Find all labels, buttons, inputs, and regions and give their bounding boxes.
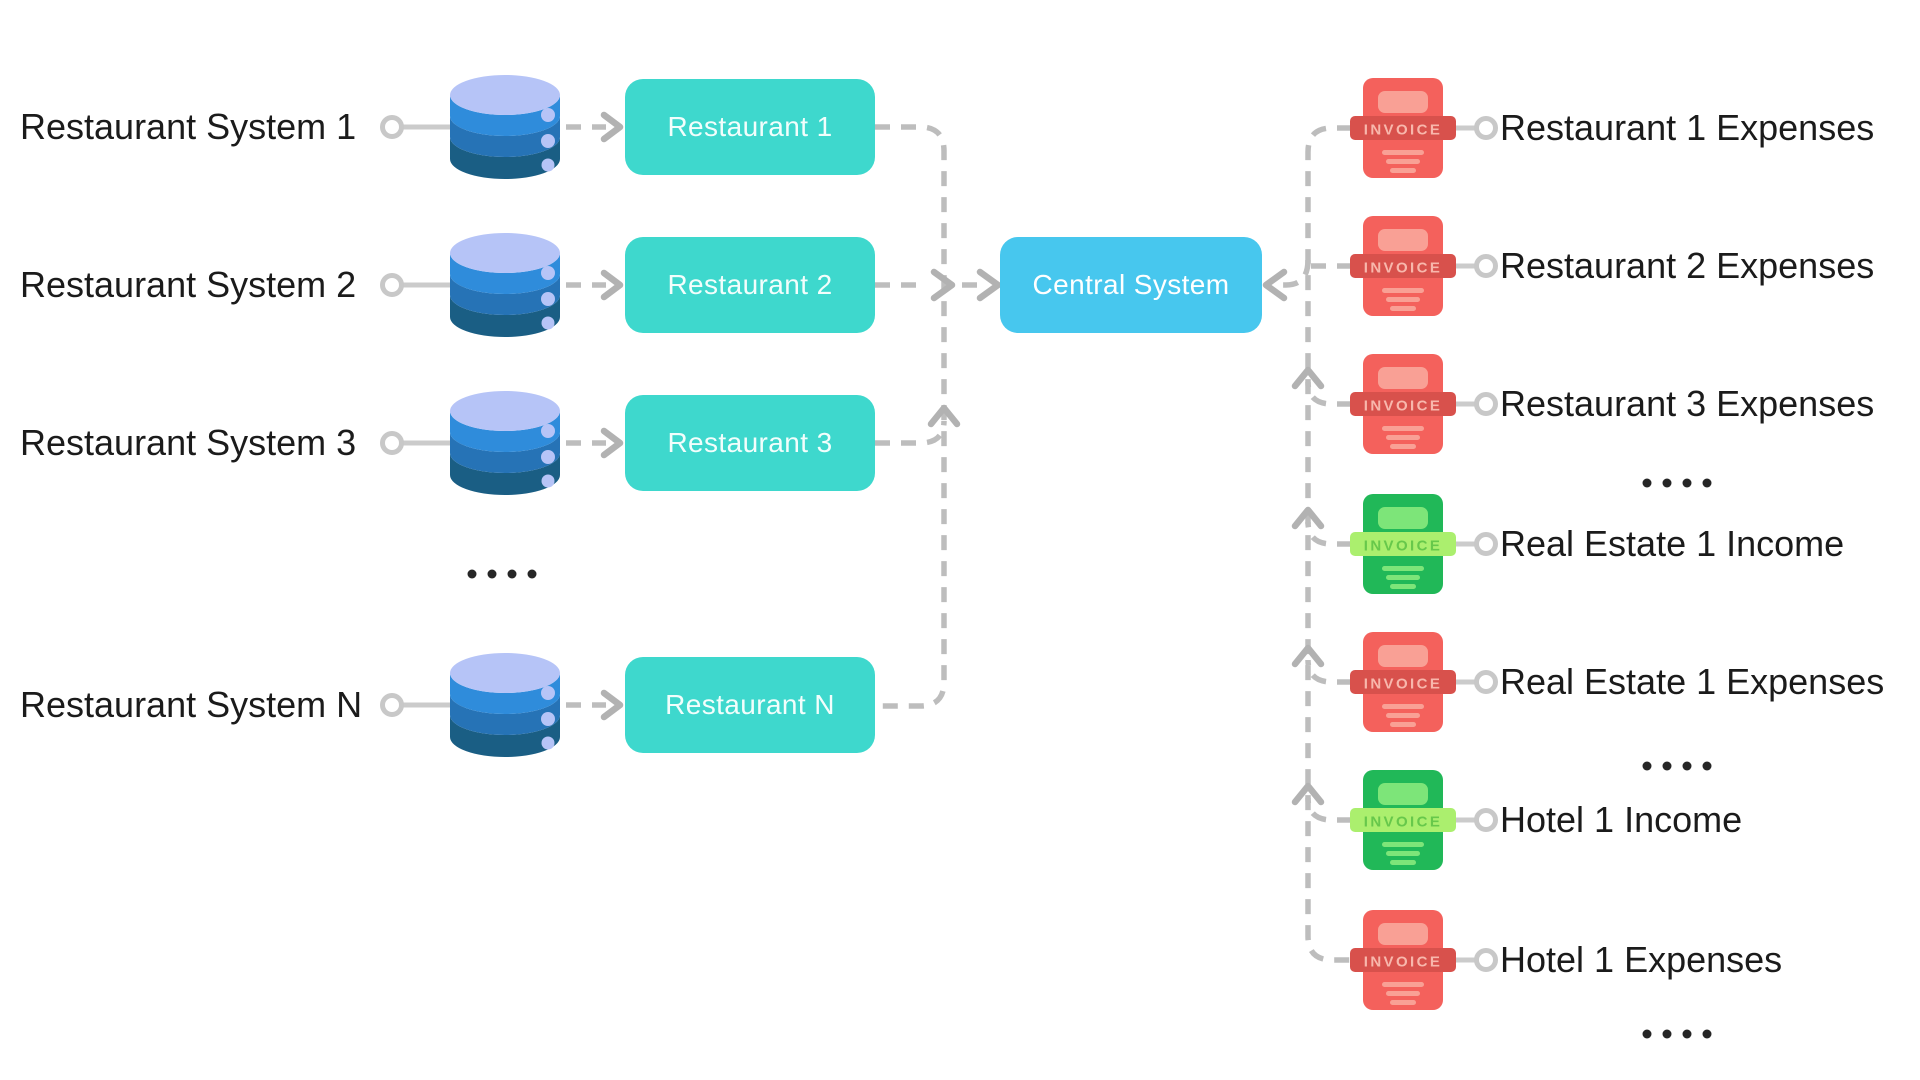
database-icon	[450, 75, 560, 179]
invoice-banner-label: INVOICE	[1364, 398, 1442, 415]
ring-connector	[1474, 670, 1498, 694]
database-icon	[450, 653, 560, 757]
arrow-right-icon	[600, 689, 624, 721]
output-label: Hotel 1 Expenses	[1500, 939, 1783, 980]
node-label: Restaurant 2	[667, 269, 833, 300]
node-central-system: Central System	[1000, 237, 1262, 333]
invoice-banner-label: INVOICE	[1364, 122, 1442, 139]
bus-to-central-connector	[1280, 259, 1311, 288]
invoice-income-icon: INVOICE	[1350, 494, 1456, 594]
ring-connector	[1474, 808, 1498, 832]
system-label: Restaurant System 3	[20, 422, 357, 463]
invoice-income-icon: INVOICE	[1350, 770, 1456, 870]
database-icon	[450, 391, 560, 495]
ring-connector	[1474, 948, 1498, 972]
ring-connector	[1474, 532, 1498, 556]
ring-connector	[1474, 116, 1498, 140]
right-elbow-connector	[1305, 381, 1352, 407]
left-bus-connector	[875, 124, 947, 709]
output-label: Restaurant 1 Expenses	[1500, 107, 1875, 148]
left-elbow-connector	[875, 420, 947, 446]
node-label: Restaurant 1	[667, 111, 833, 142]
ellipsis-dots	[467, 569, 537, 579]
system-label: Restaurant System 1	[20, 106, 357, 147]
ring-connectors	[380, 115, 1498, 972]
invoice-expense-icon: INVOICE	[1350, 632, 1456, 732]
ellipsis-dots	[1642, 1029, 1712, 1039]
arrow-up-icon	[1291, 782, 1325, 806]
database-icon	[450, 233, 560, 337]
right-elbow-connector	[1305, 659, 1352, 685]
node-restaurant-n: Restaurant N	[625, 657, 875, 753]
output-label: Real Estate 1 Expenses	[1500, 661, 1885, 702]
arrowheads	[600, 111, 1325, 806]
arrow-right-icon	[600, 269, 624, 301]
ellipsis-dots	[1642, 761, 1712, 771]
arrow-up-icon	[927, 404, 961, 428]
invoice-banner-label: INVOICE	[1364, 954, 1442, 971]
system-label: Restaurant System 2	[20, 264, 357, 305]
invoice-banner-label: INVOICE	[1364, 814, 1442, 831]
invoice-banner-label: INVOICE	[1364, 260, 1442, 277]
solid-connectors	[401, 124, 1477, 963]
arrow-right-icon	[976, 268, 1002, 302]
invoice-expense-icon: INVOICE	[1350, 354, 1456, 454]
arrow-right-icon	[600, 427, 624, 459]
ellipsis-dots	[1642, 478, 1712, 488]
output-label: Restaurant 2 Expenses	[1500, 245, 1875, 286]
right-elbow-connector	[1305, 797, 1352, 823]
node-restaurant-3: Restaurant 3	[625, 395, 875, 491]
node-restaurant-2: Restaurant 2	[625, 237, 875, 333]
invoice-expense-icon: INVOICE	[1350, 910, 1456, 1010]
arrow-up-icon	[1291, 506, 1325, 530]
invoice-banner-label: INVOICE	[1364, 676, 1442, 693]
invoice-banner-label: INVOICE	[1364, 538, 1442, 555]
system-label: Restaurant System N	[20, 684, 363, 725]
output-label: Restaurant 3 Expenses	[1500, 383, 1875, 424]
node-label: Central System	[1032, 269, 1230, 300]
output-label: Real Estate 1 Income	[1500, 523, 1845, 564]
invoice-expense-icon: INVOICE	[1350, 216, 1456, 316]
arrow-up-icon	[1291, 644, 1325, 668]
right-bus-connector	[1305, 125, 1352, 963]
node-label: Restaurant N	[665, 689, 835, 720]
ring-connector	[380, 115, 404, 139]
ring-connector	[380, 693, 404, 717]
dashed-connectors	[566, 124, 1352, 963]
invoice-expense-icon: INVOICE	[1350, 78, 1456, 178]
node-restaurant-1: Restaurant 1	[625, 79, 875, 175]
node-label: Restaurant 3	[667, 427, 833, 458]
ring-connector	[380, 273, 404, 297]
ring-connector	[1474, 254, 1498, 278]
arrow-right-icon	[930, 268, 956, 302]
arrow-up-icon	[1291, 366, 1325, 390]
arrow-left-icon	[1262, 268, 1288, 302]
ring-connector	[1474, 392, 1498, 416]
arrow-right-icon	[600, 111, 624, 143]
ring-connector	[380, 431, 404, 455]
output-label: Hotel 1 Income	[1500, 799, 1743, 840]
right-elbow-connector	[1305, 521, 1352, 547]
